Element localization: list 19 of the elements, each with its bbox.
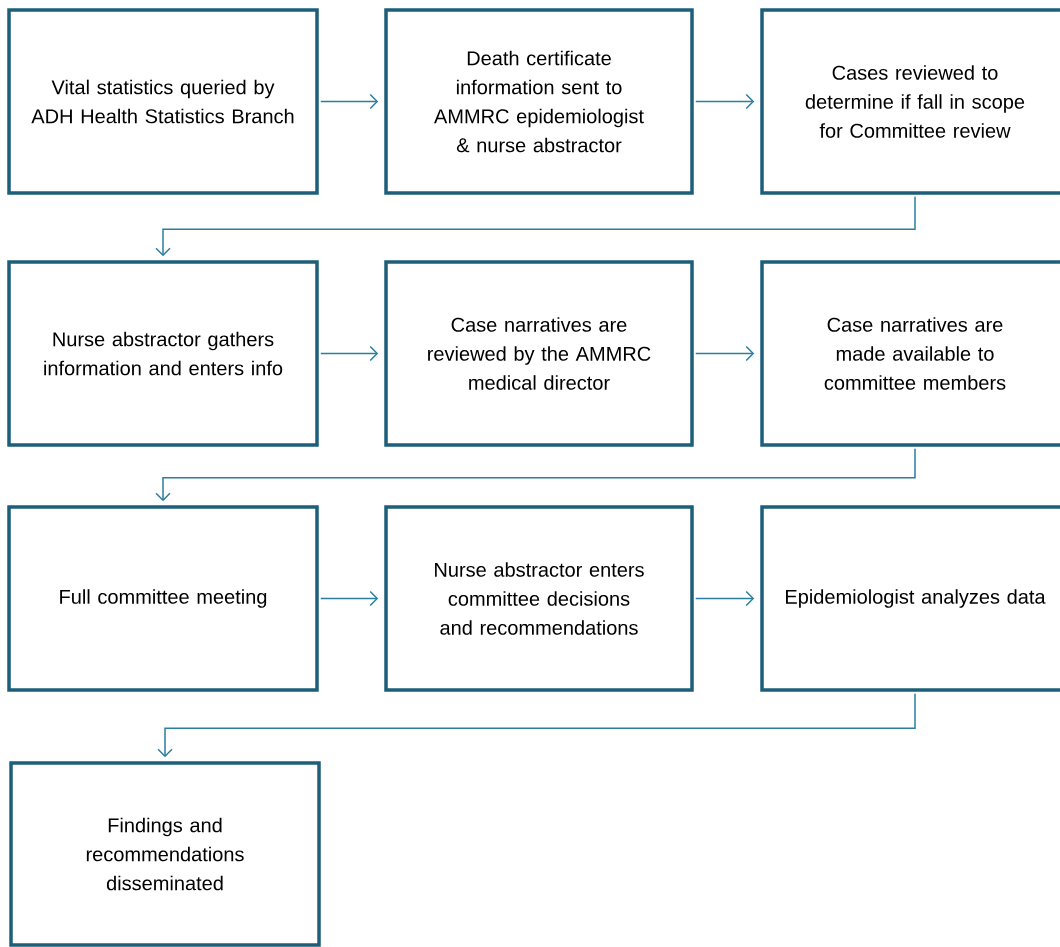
process-box: Case narratives are made available to committee members xyxy=(760,260,1060,447)
arrow xyxy=(695,93,755,110)
arrow xyxy=(157,693,916,758)
process-box: Full committee meeting xyxy=(7,505,319,692)
arrow xyxy=(320,590,379,607)
process-box: Cases reviewed to determine if fall in scope for Committee review xyxy=(760,8,1060,195)
arrow xyxy=(155,448,916,502)
arrow xyxy=(155,196,916,257)
process-box: Findings and recommendations disseminated xyxy=(9,761,321,947)
process-box: Death certificate information sent to AMMRC epidemiologist & nurse abstractor xyxy=(384,8,694,195)
process-box: Vital statistics queried by ADH Health Statistics Branch xyxy=(7,8,319,195)
arrow xyxy=(320,93,379,110)
process-box: Nurse abstractor enters committee decisions and recommendations xyxy=(384,505,694,692)
process-box: Nurse abstractor gathers information and enters info xyxy=(7,260,319,447)
process-box: Case narratives are reviewed by the AMMRC medical director xyxy=(384,260,694,447)
process-box: Epidemiologist analyzes data xyxy=(760,505,1060,692)
arrow xyxy=(695,345,755,362)
arrow xyxy=(695,590,755,607)
arrow xyxy=(320,345,379,362)
